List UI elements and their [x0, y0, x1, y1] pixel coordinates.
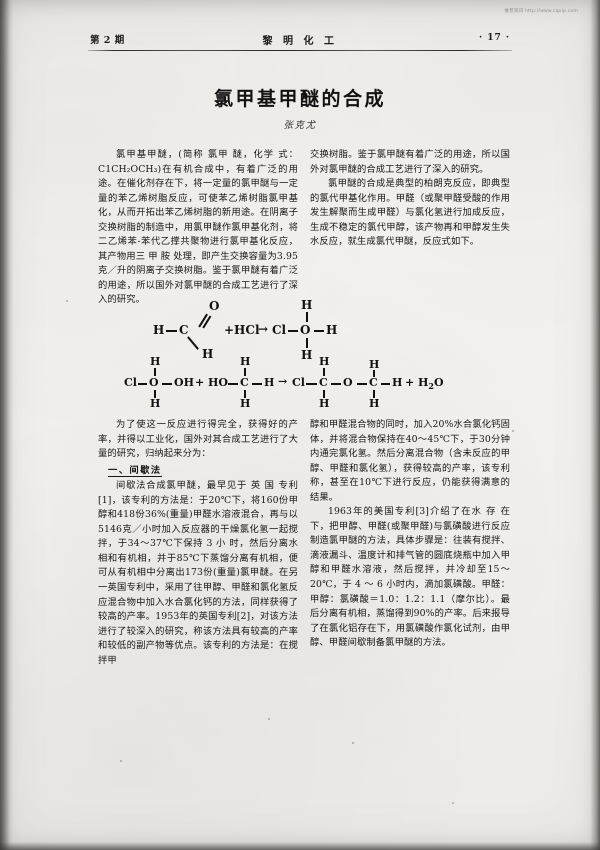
column-top-left: 氯甲基甲醚，(简称 氯甲 醚，化学 式：C1CH₂OCH₃)在有机合成中，有着广… [98, 148, 298, 308]
scan-left-edge [0, 0, 13, 850]
bond-up-1 [154, 368, 156, 376]
group-hydroxyl: OH [174, 376, 194, 389]
atom-carbon: C [369, 376, 378, 389]
paragraph: 氯甲醚的合成是典型的柏朗克反应，即典型的氯代甲基化作用。甲醛（或聚甲醛受酸的作用… [310, 178, 510, 248]
atom-oxygen: O [300, 323, 311, 337]
bond-down-2 [244, 390, 246, 398]
watermark: 维普资讯 http://www.cqvip.com [504, 9, 578, 14]
section-heading: 一、间歇法 [108, 464, 162, 477]
atom-oxygen: O [209, 299, 220, 313]
bond-up-2 [244, 368, 246, 376]
atom-hydrogen: H [392, 376, 403, 389]
atom-hydrogen: H [319, 355, 330, 368]
bond-down-4 [373, 390, 375, 398]
bond-h-c [166, 330, 177, 332]
atom-hydrogen: H [319, 397, 330, 410]
bond-o-h-up [306, 312, 308, 322]
atom-chlorine: Cl [292, 376, 305, 389]
running-head: 第 2 期 黎 明 化 工 · 17 · [90, 32, 510, 48]
atom-chlorine: Cl [272, 323, 287, 337]
issue-number: 第 2 期 [90, 35, 125, 46]
atom-carbon: C [240, 376, 249, 389]
scan-speck [268, 718, 270, 720]
article-author: 张克尤 [283, 120, 317, 131]
atom-hydrogen: H [369, 397, 380, 410]
journal-name: 黎 明 化 工 [262, 36, 338, 47]
column-bottom-right: 醇和甲醛混合物的同时，加入20%水合氯化钙固体，并将混合物保持在40～45℃下，… [310, 418, 510, 651]
header-rule [88, 50, 512, 52]
bond-up-3 [323, 368, 325, 376]
atom-hydrogen: H [301, 348, 313, 362]
paragraph: 交换树脂。鉴于氯甲醚有着广泛的用途，所以国外对氯甲醚的合成工艺进行了深入的研究。 [310, 149, 510, 175]
atom-hydrogen: H [150, 355, 161, 368]
paragraph: 为了使这一反应进行得完全，获得好的产率，并得以工业化，国外对其合成工艺进行了大量… [98, 419, 298, 460]
scan-speck [120, 760, 122, 762]
page-number: · 17 · [478, 33, 510, 43]
paragraph: 1963年的美国专利[3]介绍了在水 存 在下，把甲醇、甲醛(或聚甲醛)与氯磺酸… [310, 506, 510, 649]
group-hydroxyl: HO [208, 376, 228, 389]
bond-up-4 [373, 370, 375, 377]
atom-hydrogen: H [153, 323, 165, 337]
article-title: 氯甲基甲醚的合成 [213, 88, 386, 110]
bond-o-h [314, 330, 324, 332]
paragraph: 间歇法合成氯甲醚，最早见于 英 国 专利[1]，该专利的方法是：于20℃下，将1… [98, 480, 298, 666]
bond-ho-c [228, 383, 238, 385]
bond-c-h4 [381, 383, 390, 385]
scan-speck [512, 430, 514, 432]
atom-carbon: C [319, 376, 328, 389]
bond-cl-c2 [306, 383, 317, 385]
scan-bottom-edge [0, 842, 600, 850]
scan-right-edge [590, 0, 600, 850]
chemical-equations: O H C H +HCl → Cl O H H H Cl O OH H [98, 296, 502, 412]
reaction-arrow: → [258, 322, 269, 336]
reagent-hcl: +HCl [224, 323, 260, 337]
atom-oxygen: O [343, 376, 353, 389]
molecule-water: H2O [418, 376, 444, 392]
atom-oxygen: O [149, 376, 159, 389]
column-top-right: 交换树脂。鉴于氯甲醚有着广泛的用途，所以国外对氯甲醚的合成工艺进行了深入的研究。… [310, 148, 510, 250]
bond-down-1 [154, 390, 156, 398]
paragraph: 醇和甲醛混合物的同时，加入20%水合氯化钙固体，并将混合物保持在40～45℃下，… [310, 419, 510, 503]
bond-o-h-down [306, 338, 308, 348]
bond-o-c4 [357, 383, 367, 385]
bond-cl-o2 [138, 383, 147, 385]
atom-hydrogen: H [369, 358, 380, 371]
scan-speck [66, 300, 68, 302]
plus-sign: + [405, 376, 415, 389]
atom-carbon: C [179, 323, 189, 337]
bond-down-3 [323, 390, 325, 398]
scan-speck [352, 742, 354, 744]
bond-cl-o [288, 330, 298, 332]
reaction-arrow: → [278, 375, 288, 388]
paragraph: 氯甲基甲醚，(简称 氯甲 醚，化学 式：C1CH₂OCH₃)在有机合成中，有着广… [98, 149, 298, 306]
bond-c-h [187, 336, 199, 350]
atom-hydrogen: H [240, 355, 251, 368]
bond-c-h2 [252, 383, 262, 385]
atom-hydrogen: H [264, 376, 275, 389]
plus-sign: + [195, 376, 205, 389]
bond-o-oh [162, 383, 172, 385]
atom-hydrogen: H [240, 397, 251, 410]
atom-chlorine: Cl [124, 376, 137, 389]
scan-speck [452, 802, 454, 804]
bond-c-o3 [331, 383, 341, 385]
column-bottom-left: 为了使这一反应进行得完全，获得好的产率，并得以工业化，国外对其合成工艺进行了大量… [98, 418, 298, 668]
atom-hydrogen: H [202, 347, 214, 361]
atom-hydrogen: H [150, 397, 161, 410]
atom-hydrogen: H [301, 298, 313, 312]
atom-hydrogen: H [326, 323, 338, 337]
